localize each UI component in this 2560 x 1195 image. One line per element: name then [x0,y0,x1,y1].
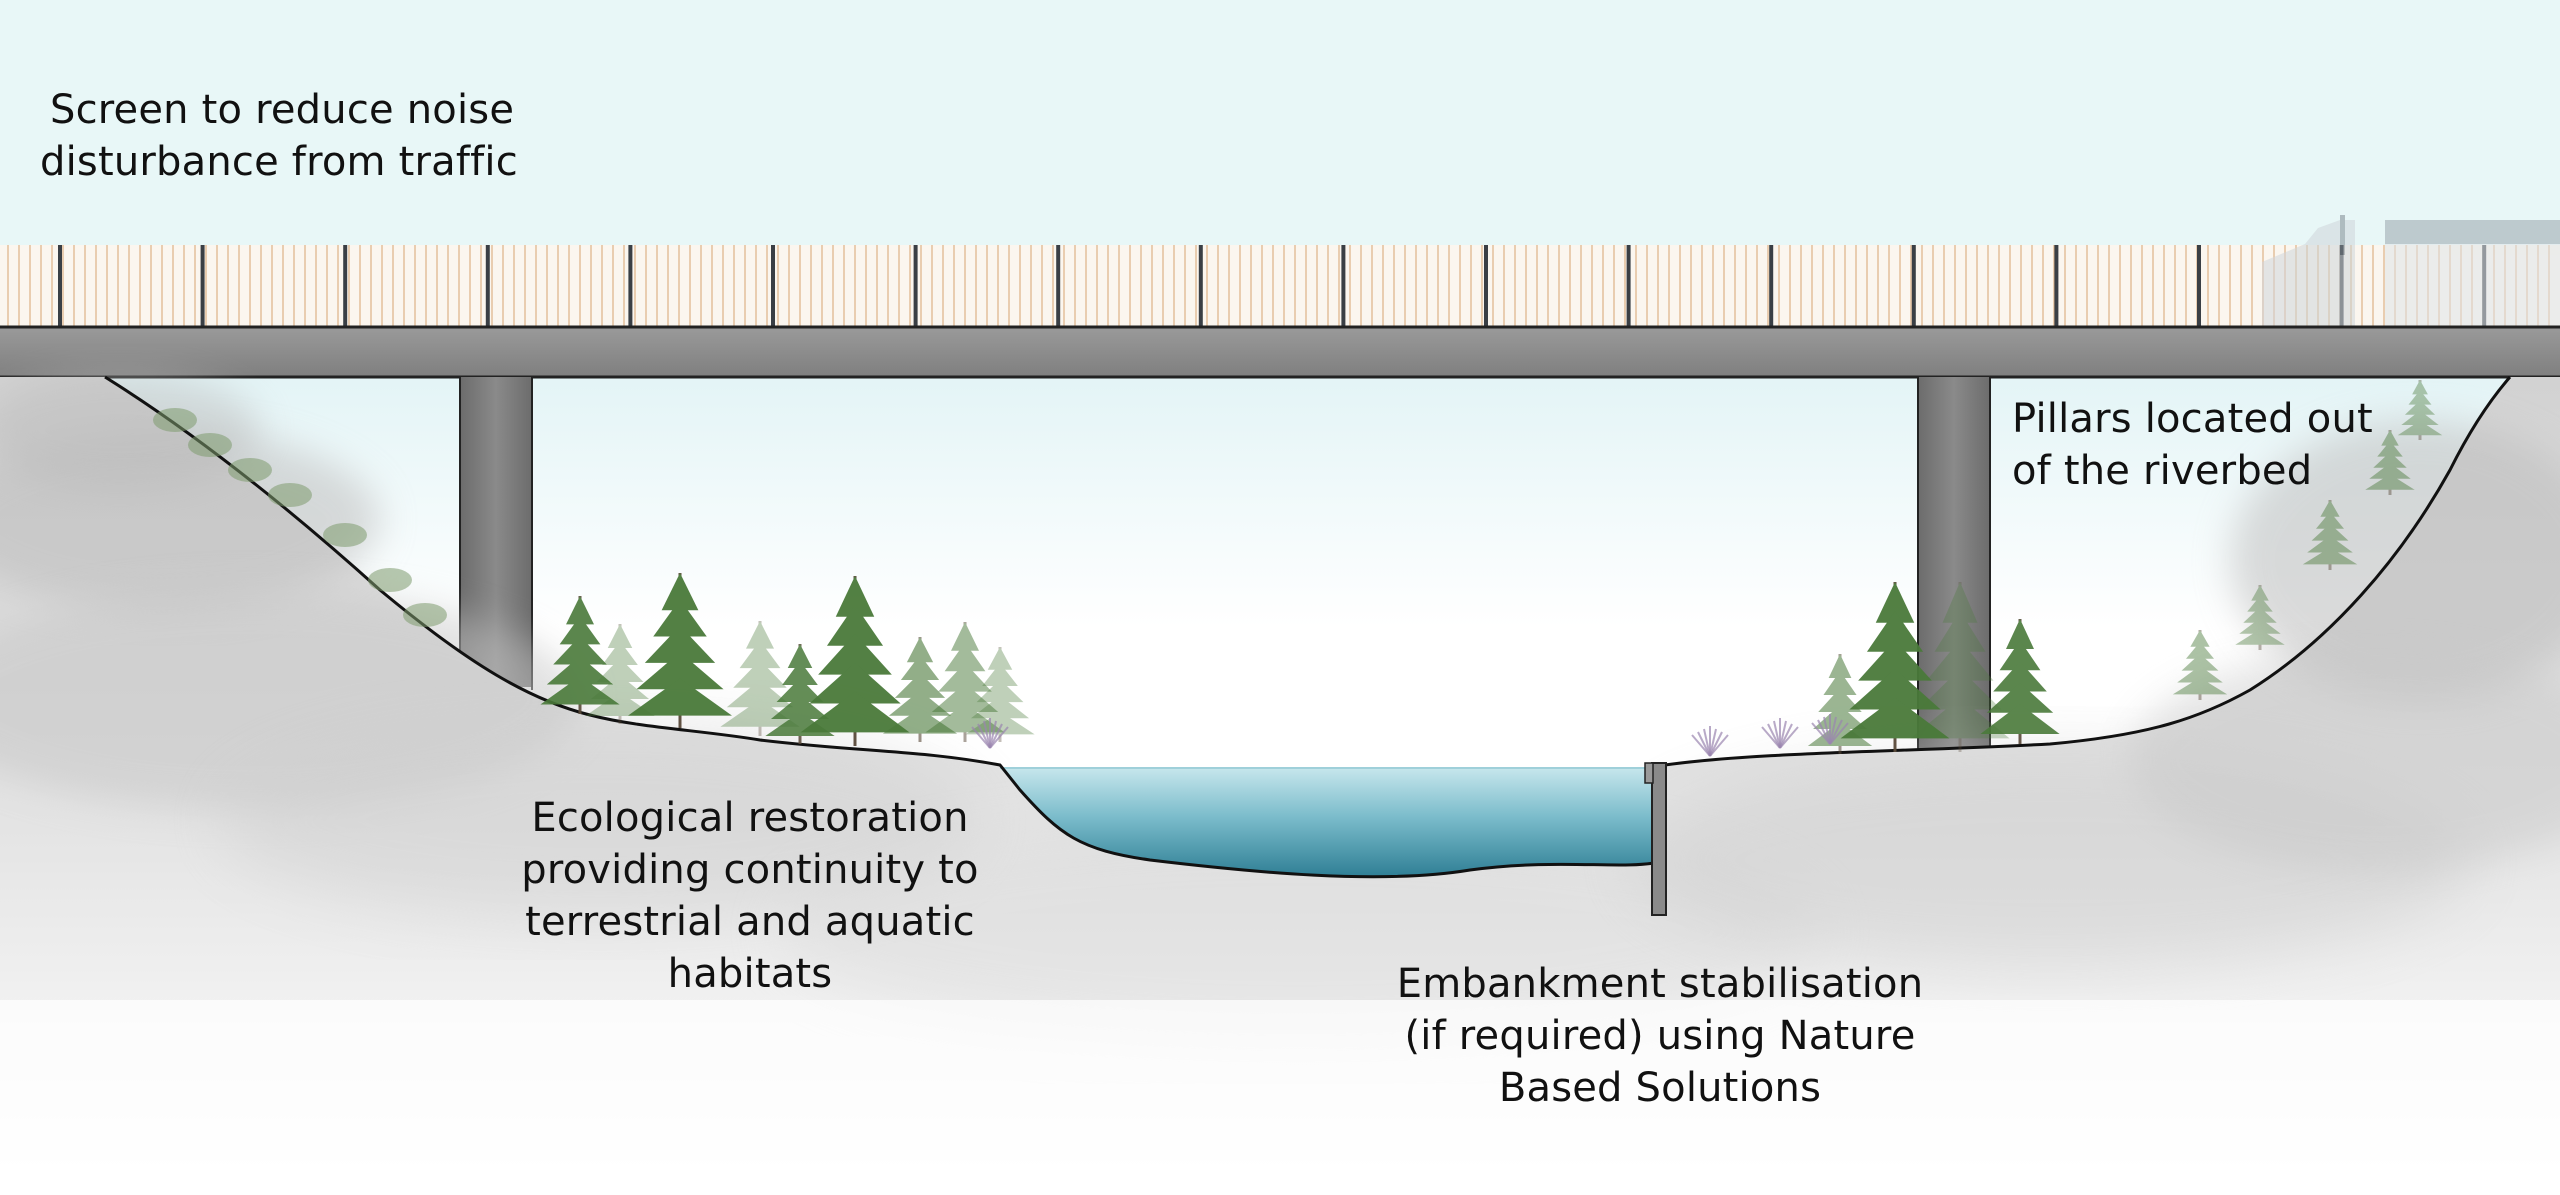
screen-post [913,245,918,327]
screen-post [1769,245,1774,327]
conifer-tree-icon [585,624,655,724]
conifer-tree-icon [800,576,910,746]
noise-screen-label: Screen to reduce noise disturbance from … [40,84,518,188]
wildflower-tuft [1691,726,1729,757]
screen-post [1626,245,1631,327]
label-line: Ecological restoration [531,795,969,841]
conifer-tree-icon [1910,582,2010,752]
label-line: Based Solutions [1498,1065,1822,1111]
wildflower-tuft [971,718,1009,749]
label-line: (if required) using Nature [1404,1013,1916,1059]
screen-post [1484,245,1488,327]
bridge-deck [0,325,2560,379]
label-line: Embankment stabilisation [1396,961,1924,1007]
embankment-post [1644,762,1667,916]
conifer-tree-icon [1980,619,2060,744]
grass-tuft [403,603,447,627]
wildflower-tuft [1811,714,1849,745]
conifer-tree-icon [628,573,732,728]
label-line: terrestrial and aquatic [525,899,975,945]
conifer-tree-icon [2397,380,2443,440]
screen-post [2197,245,2201,327]
screen-post [2054,245,2059,327]
grass-tuft [268,483,312,507]
conifer-tree-icon [765,644,835,744]
screen-post [1911,245,1916,327]
grass-tuft [323,523,367,547]
screen-post [1341,245,1346,327]
embankment-label: Embankment stabilisation (if required) u… [1380,958,1940,1114]
river-water [1000,767,1660,877]
label-line: of the riverbed [2012,448,2313,494]
conifer-tree-icon [540,596,620,714]
screen-post [628,245,633,327]
wildflower-tuft [1761,718,1799,749]
conifer-tree-icon [2172,630,2228,700]
label-line: Pillars located out [2012,396,2373,442]
screen-post [58,245,62,327]
label-line: disturbance from traffic [40,139,518,185]
grass-tuft [188,433,232,457]
conifer-tree-icon [720,621,800,736]
terrain-outline-right [1664,376,2512,767]
grass-tuft [228,458,272,482]
conifer-tree-icon [2235,585,2285,650]
grass-tuft [153,408,197,432]
ecological-restoration-label: Ecological restoration providing continu… [500,792,1000,1000]
noise-screen [0,245,2560,327]
conifer-tree-icon [1840,582,1950,752]
screen-post [1198,245,1203,327]
screen-post [200,245,205,327]
sky-band [0,0,2560,245]
pillars-label: Pillars located out of the riverbed [2012,393,2373,497]
truck-icon [2262,215,2560,326]
screen-post [771,245,775,327]
ground-terrain [0,370,2560,1195]
screen-post [485,245,490,327]
conifer-tree-icon [2365,430,2415,495]
conifer-tree-icon [1807,654,1873,754]
vegetation [153,380,2443,757]
label-line: providing continuity to [521,847,979,893]
conifer-tree-icon [2302,500,2358,570]
label-line: Screen to reduce noise [50,87,515,133]
screen-post [343,245,348,327]
grass-tuft [368,568,412,592]
screen-post [1056,245,1061,327]
label-line: habitats [667,951,833,997]
